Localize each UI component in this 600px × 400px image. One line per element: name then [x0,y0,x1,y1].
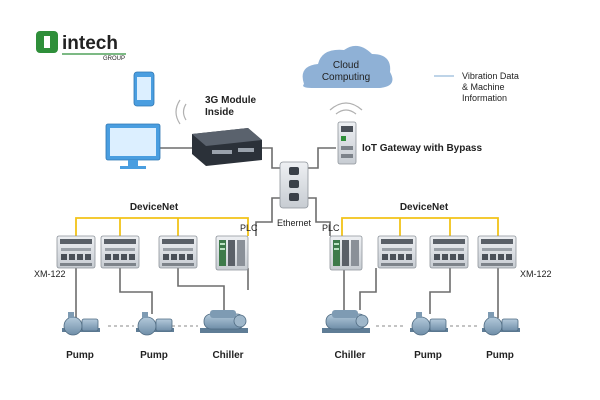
left-devicenet-label: DeviceNet [130,202,179,213]
left-plc-label: PLC [240,223,258,233]
3g-module: 3G Module Inside [175,95,262,166]
xm-module [100,235,140,269]
right-plc-label: PLC [322,223,340,233]
pump-icon [61,311,101,336]
xm-module [477,235,517,269]
machine-label: Pump [140,350,168,361]
xm-module [429,235,469,269]
logo-brand: intech [62,33,118,54]
legend-line1: Vibration Data [462,71,519,81]
pump-icon [481,311,521,336]
machine-label: Chiller [212,350,243,361]
cloud-computing: Cloud Computing [302,45,393,88]
xm-module [158,235,198,269]
left-device-group: DeviceNet PLC XM-122 [34,202,258,279]
legend-line2: & Machine [462,82,505,92]
right-devicenet-label: DeviceNet [400,202,449,213]
plc-unit [215,235,249,271]
monitor-icon [105,123,161,169]
legend-line3: Information [462,93,507,103]
module-line2: Inside [205,107,234,118]
wifi-icon [175,99,187,125]
xm-module [56,235,96,269]
chiller-icon [321,309,371,334]
smartphone-icon [133,71,155,107]
machine-label: Chiller [334,350,365,361]
right-device-group: DeviceNet PLC XM-122 [322,202,552,279]
right-xm-label: XM-122 [520,269,552,279]
devicenet-lines [75,217,499,236]
module-line1: 3G Module [205,95,257,106]
machine-label: Pump [414,350,442,361]
logo-sub: GROUP [103,56,125,62]
cloud-icon [302,45,393,88]
cables [75,147,499,320]
gateway-label: IoT Gateway with Bypass [362,143,482,154]
legend: Vibration Data & Machine Information [434,71,519,103]
machine-label: Pump [66,350,94,361]
pump-icon [135,311,175,336]
iot-gateway: IoT Gateway with Bypass [337,121,482,165]
machines: Pump Pump Chiller Chiller Pump Pump [61,309,521,361]
chiller-icon [199,309,249,334]
machine-label: Pump [486,350,514,361]
company-logo: intech GROUP [36,31,126,62]
cloud-line2: Computing [322,72,370,83]
cloud-line1: Cloud [333,60,359,71]
pump-icon [409,311,449,336]
ethernet-label: Ethernet [277,218,312,228]
wifi-icon [329,102,363,115]
left-xm-label: XM-122 [34,269,66,279]
xm-module [377,235,417,269]
ethernet-switch: Ethernet [277,161,312,228]
plc-unit [329,235,363,271]
